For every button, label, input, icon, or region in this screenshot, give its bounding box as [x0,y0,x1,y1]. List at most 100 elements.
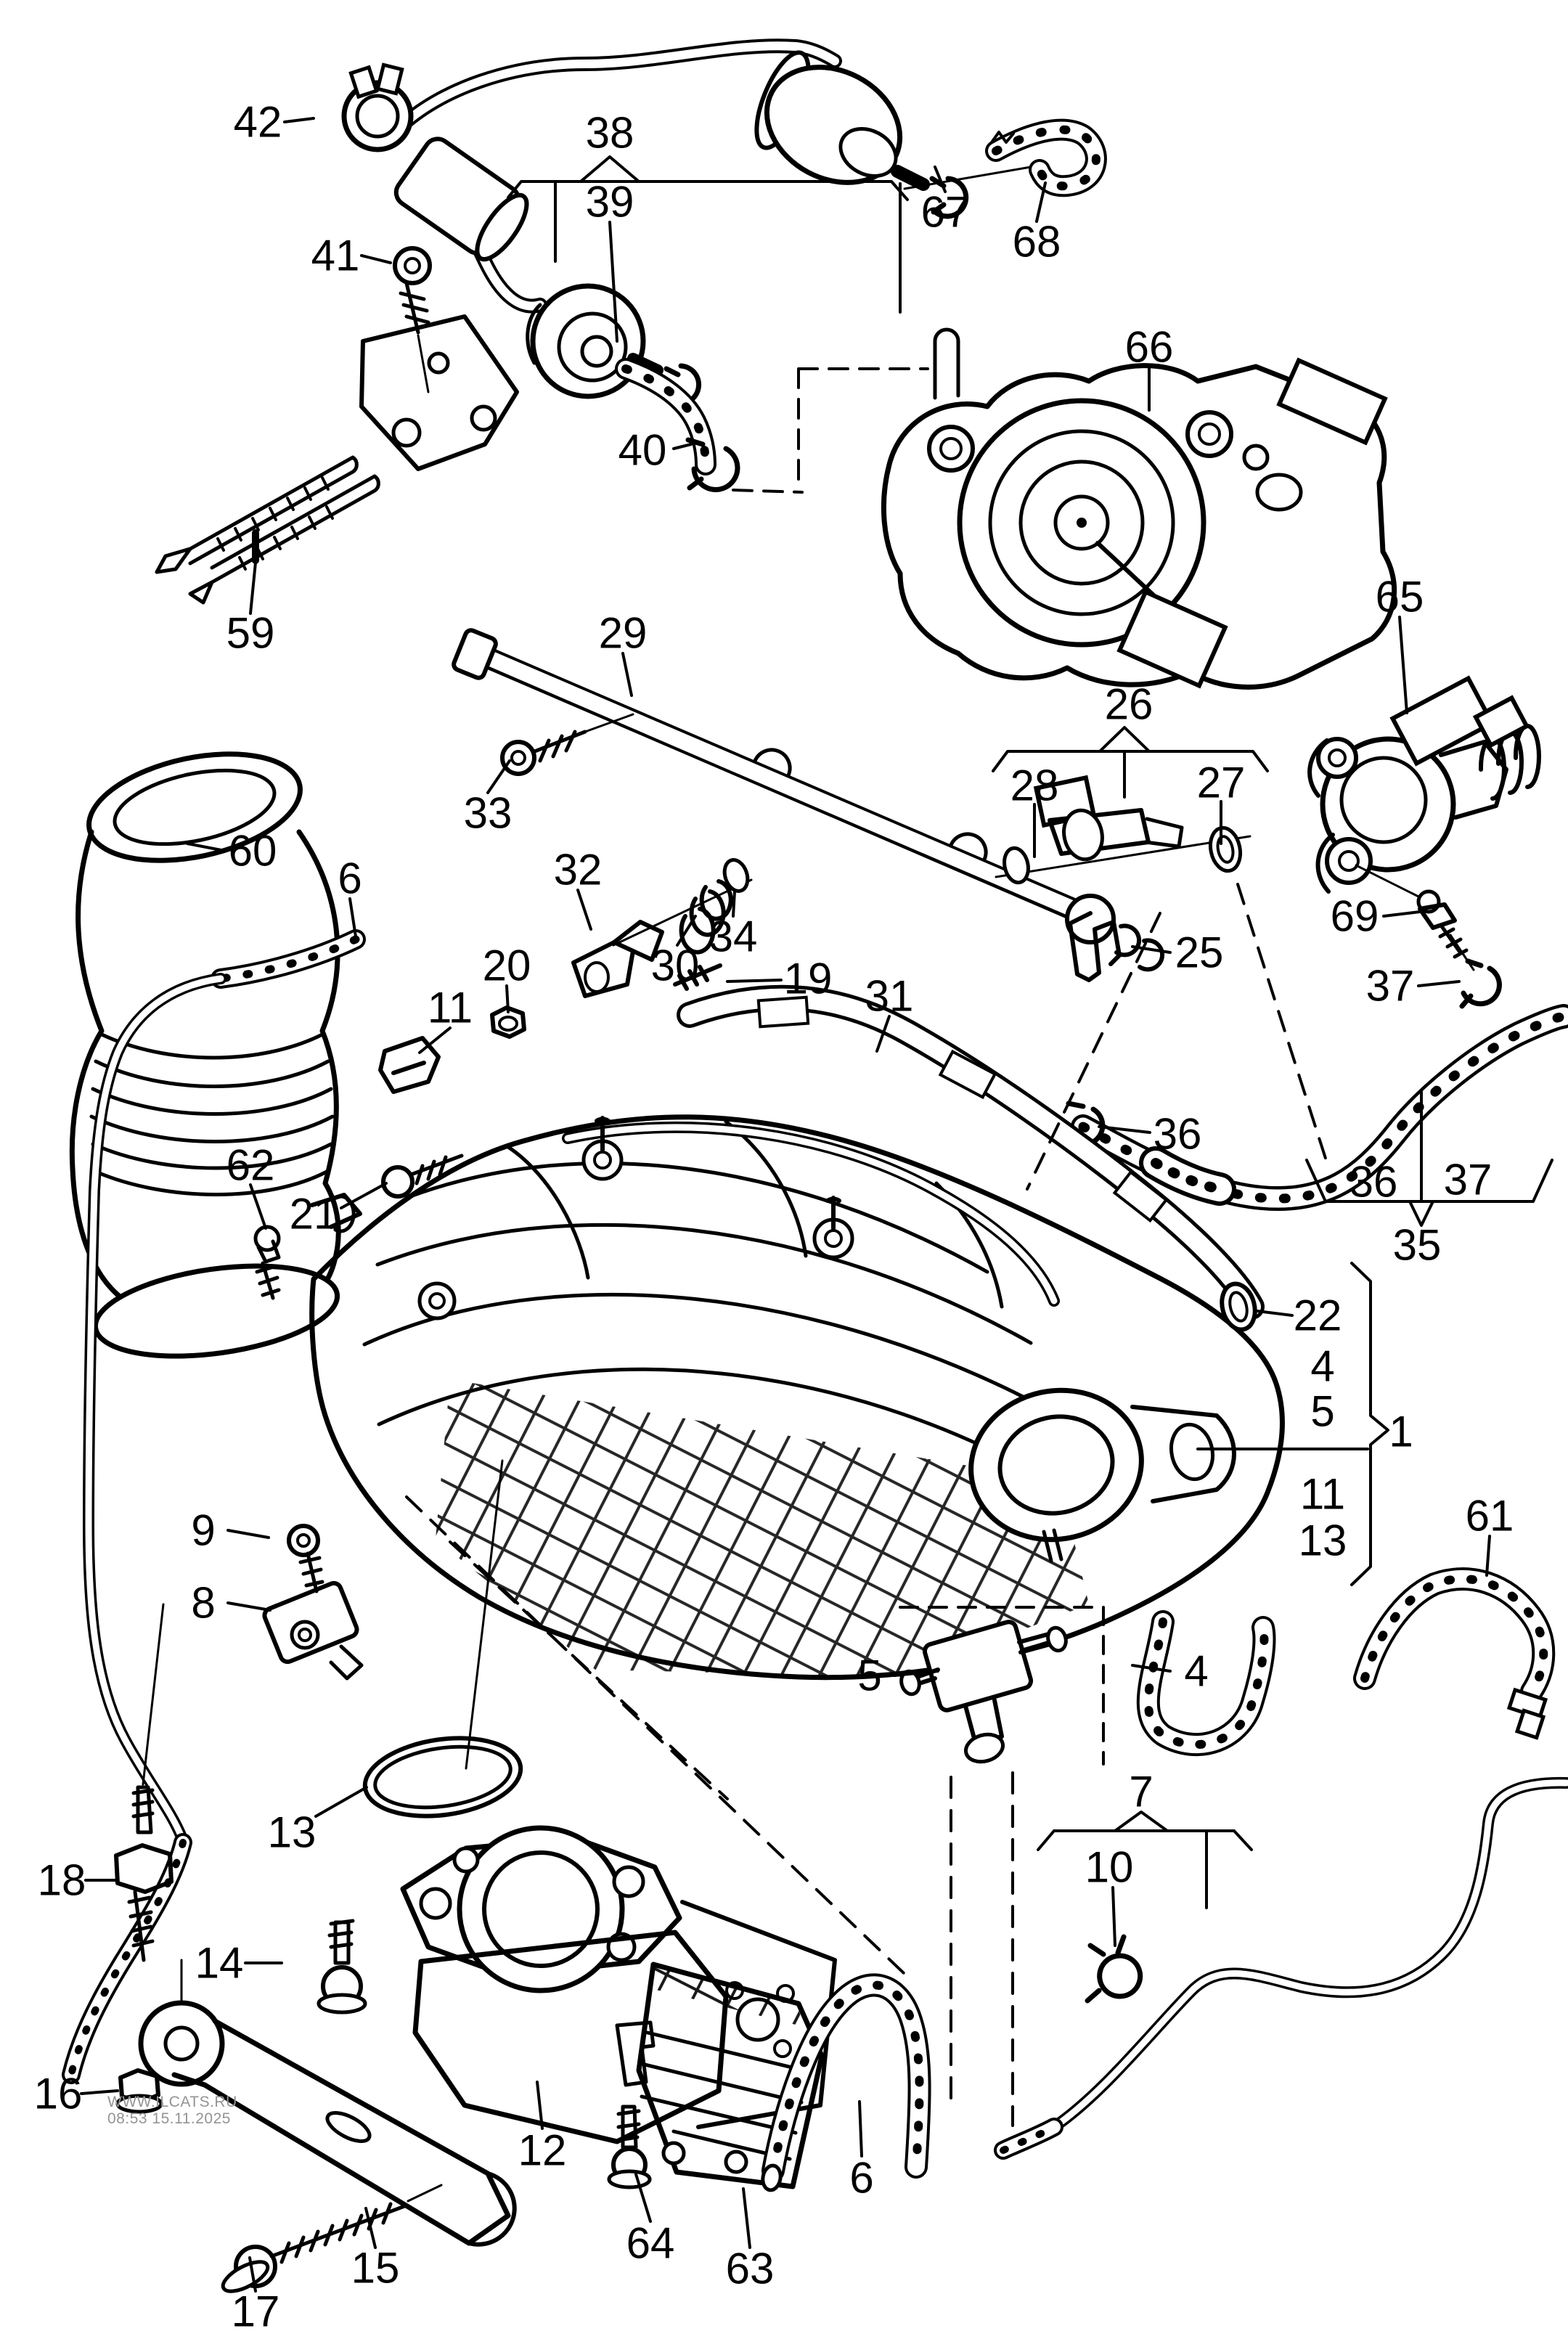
part-label-34-18: 34 [709,913,758,961]
part-label-68-5: 68 [1013,218,1061,266]
part-label-65-10: 65 [1376,573,1424,621]
bushing-30 [679,879,733,955]
vacuum-pipe-7 [994,1567,1568,2160]
part-label-13-38: 13 [1299,1517,1347,1565]
part-label-33-14: 33 [464,789,513,838]
screw-9 [287,1524,324,1593]
part-label-30-21: 30 [651,942,700,990]
part-label-29-9: 29 [599,609,648,658]
map-sensor-8 [262,1524,364,1681]
part-label-63-53: 63 [726,2245,775,2293]
part-label-40-7: 40 [618,426,667,475]
watermark-timestamp: 08:53 15.11.2025 [107,2110,231,2127]
part-label-37-25: 37 [1366,962,1415,1011]
part-label-1-36: 1 [1389,1408,1413,1456]
watermark-site: WWW.ILCATS.RU [107,2094,237,2110]
part-label-20-20: 20 [483,942,531,990]
part-label-6-51: 6 [849,2154,873,2203]
locator-dash-40 [732,367,929,494]
part-label-15-54: 15 [351,2244,400,2293]
part-label-38-2: 38 [586,109,634,158]
part-label-10-45: 10 [1085,1843,1134,1892]
part-label-41-1: 41 [311,232,360,280]
cable-ties-59 [155,455,380,605]
part-label-8-41: 8 [191,1579,215,1628]
fuel-pressure-sensor-32 [571,920,664,998]
part-label-35-32: 35 [1393,1221,1442,1270]
part-label-59-8: 59 [226,609,275,658]
part-label-6-16: 6 [338,854,362,903]
bolt-41 [393,246,432,393]
hose-elbow-39 [615,358,716,475]
breather-hose-61 [1353,1567,1556,1740]
manifold-ribs [436,1379,1089,1677]
fuel-hose-68 [985,118,1107,197]
part-label-25-24: 25 [1175,928,1224,977]
bolt-21 [381,1154,464,1199]
manifold-gasket-31 [677,984,1265,1320]
high-pressure-pump-65 [1061,675,1568,1211]
foam-sleeve [393,136,529,262]
part-label-9-40: 9 [191,1506,215,1555]
part-label-5-42: 5 [857,1652,881,1700]
part-label-5-35: 5 [1310,1387,1334,1436]
part-label-22-33: 22 [1294,1291,1342,1340]
part-label-21-29: 21 [290,1190,338,1238]
watermark: WWW.ILCATS.RU 08:53 15.11.2025 [107,2094,237,2127]
part-label-4-34: 4 [1310,1342,1334,1391]
construction-dashes [405,883,1330,1975]
o-ring-27 [1208,825,1243,873]
seal-ring-34 [722,858,750,893]
part-label-62-28: 62 [226,1141,275,1190]
air-intake-duct-60 [69,751,362,1359]
vacuum-hose-6-bottom [761,1973,931,2192]
part-label-16-49: 16 [34,2070,83,2118]
part-label-67-4: 67 [921,188,970,237]
evap-valve-5 [899,1606,1276,2127]
part-label-39-3: 39 [586,178,634,226]
part-label-32-17: 32 [554,846,603,894]
part-label-64-52: 64 [626,2219,675,2268]
stud-18 [114,1603,173,1962]
bolt-64 [607,2105,652,2189]
part-label-69-19: 69 [1331,892,1379,941]
bolt-33 [500,713,634,776]
intake-flap-actuator-66 [881,327,1397,690]
screw-14 [317,1919,367,2015]
banjo-fitting-69 [1416,889,1469,959]
evap-hose-4 [1136,1610,1276,1757]
ball-stud-62 [253,1225,281,1300]
part-label-36-30: 36 [1349,1158,1398,1207]
fuel-hose-35 [1071,1004,1568,1211]
valve-bracket [359,314,519,471]
hose-clamp-37-upper [1459,958,1502,1009]
part-label-28-12: 28 [1010,762,1059,810]
fuel-rail-assembly-drawing [452,628,1251,1039]
part-label-60-15: 60 [229,827,277,875]
part-label-27-13: 27 [1197,759,1246,807]
part-label-31-23: 31 [865,972,914,1021]
part-label-12-50: 12 [518,2126,567,2175]
o-ring-28 [1003,846,1030,885]
part-label-13-47: 13 [268,1808,317,1857]
part-label-26-11: 26 [1105,680,1153,729]
fuel-filter-67 [754,50,1032,219]
intake-manifold-drawing [253,883,1330,1975]
injector-26 [995,775,1251,885]
hose-clamp-42 [341,62,414,152]
part-label-36-27: 36 [1153,1110,1202,1159]
breather-hose-assembly-drawing [341,38,1107,494]
support-bracket-15 [138,2000,517,2247]
part-label-37-31: 37 [1444,1156,1493,1204]
part-label-61-39: 61 [1466,1492,1514,1540]
part-label-7-44: 7 [1129,1768,1153,1816]
part-label-11-37: 11 [1300,1470,1345,1519]
o-ring-13 [362,1736,523,1818]
part-label-14-48: 14 [195,1939,244,1988]
part-label-11-26: 11 [428,984,473,1032]
part-label-17-55: 17 [232,2287,280,2336]
part-label-4-43: 4 [1184,1647,1208,1696]
part-label-19-22: 19 [784,955,833,1003]
